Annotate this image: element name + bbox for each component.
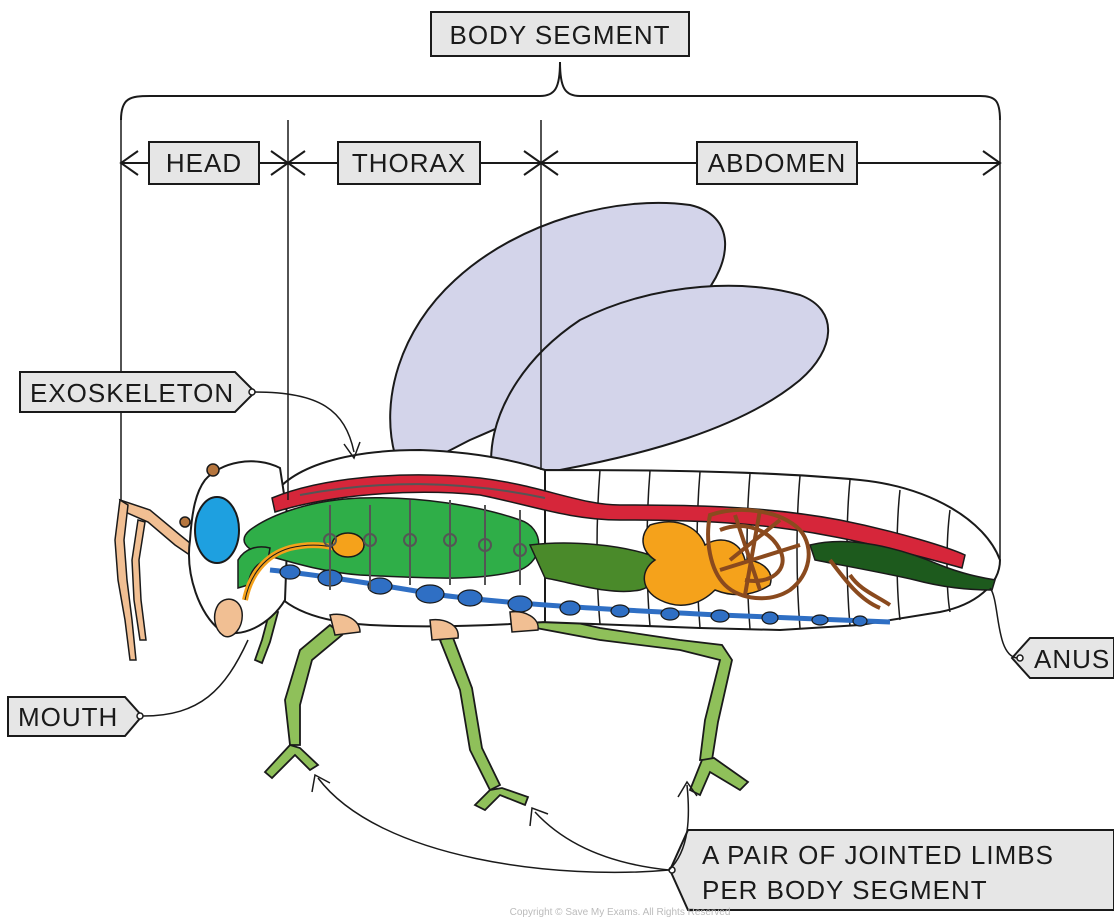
insect-illustration xyxy=(115,203,1000,810)
limbs-pointer-mid xyxy=(535,812,669,870)
label-anus: ANUS xyxy=(990,588,1114,678)
label-head-text: HEAD xyxy=(166,148,242,178)
label-abdomen: ABDOMEN xyxy=(697,142,857,184)
anus-pointer xyxy=(990,588,1017,658)
label-anus-text: ANUS xyxy=(1034,644,1110,674)
label-head: HEAD xyxy=(149,142,259,184)
body-segment-brace xyxy=(121,62,1000,120)
label-limbs: A PAIR OF JOINTED LIMBS PER BODY SEGMENT xyxy=(312,775,1114,910)
label-body-segment-text: BODY SEGMENT xyxy=(449,20,670,50)
label-exoskeleton-text: EXOSKELETON xyxy=(30,378,234,408)
label-limbs-line1: A PAIR OF JOINTED LIMBS xyxy=(702,840,1054,870)
copyright-notice: Copyright © Save My Exams. All Rights Re… xyxy=(510,907,731,918)
label-thorax: THORAX xyxy=(338,142,480,184)
label-limbs-line2: PER BODY SEGMENT xyxy=(702,875,988,905)
salivary-gland xyxy=(332,533,364,557)
mouth-pointer xyxy=(143,640,248,716)
label-exoskeleton: EXOSKELETON xyxy=(20,372,360,458)
legs xyxy=(255,610,748,810)
ocellus xyxy=(207,464,219,476)
label-body-segment: BODY SEGMENT xyxy=(431,12,689,56)
label-thorax-text: THORAX xyxy=(352,148,466,178)
label-mouth-text: MOUTH xyxy=(18,702,118,732)
exoskeleton-pointer xyxy=(255,392,354,452)
label-mouth: MOUTH xyxy=(8,640,248,736)
label-abdomen-text: ABDOMEN xyxy=(708,148,846,178)
compound-eye xyxy=(195,497,239,563)
